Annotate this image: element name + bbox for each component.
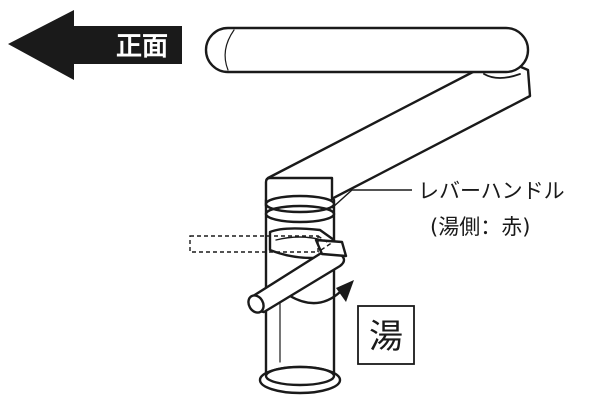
spout-joint (483, 73, 521, 79)
lever-neutral-position (189, 235, 319, 253)
front-arrow-shape (8, 10, 182, 80)
spout-head-rim (224, 29, 235, 71)
rotation-arrow-curve (289, 291, 341, 305)
rotation-arrow (289, 280, 354, 305)
hot-label-text: 湯 (369, 317, 403, 357)
spout-arm-shadow (317, 95, 531, 207)
front-direction-arrow: 正面 (8, 10, 182, 80)
lever-neutral-end (317, 235, 332, 253)
faucet-illustration (204, 26, 532, 395)
hot-label-box: 湯 (357, 305, 415, 365)
callout-hot-side-red: (湯側：赤) (430, 215, 530, 239)
body-ring-band (264, 204, 336, 224)
body-ring-top (264, 194, 336, 214)
callout-lever-handle: レバーハンドル (418, 179, 565, 203)
lever-grip-knob (314, 238, 348, 258)
rotation-arrow-head (336, 280, 354, 302)
spout-head (204, 26, 530, 74)
front-arrow-label: 正面 (116, 32, 168, 62)
hot-label-frame (357, 305, 415, 365)
base-ring-inner (264, 365, 336, 387)
lever-tip (247, 294, 265, 314)
callout-leader (331, 189, 412, 209)
